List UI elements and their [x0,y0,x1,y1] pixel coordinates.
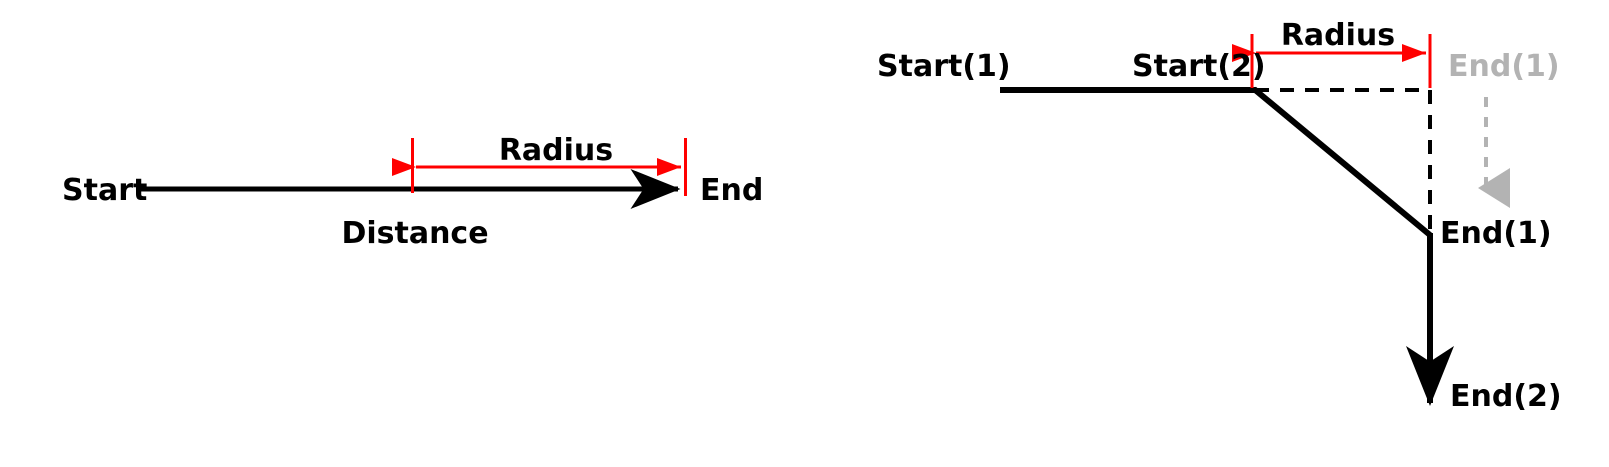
label-end-2: End(2) [1450,379,1562,414]
label-end-1-ghost: End(1) [1448,49,1560,84]
right-diagram-group: Start(1) Start(2) Radius End(1) End(1) E… [877,18,1562,414]
left-diagram-group: Start End Radius Distance [62,133,763,251]
label-start: Start [62,173,147,208]
label-radius-left: Radius [499,133,613,168]
label-start-2: Start(2) [1132,49,1266,84]
label-radius-right: Radius [1281,18,1395,53]
label-start-1: Start(1) [877,49,1011,84]
dashed-corner-path [1255,88,1432,238]
label-distance: Distance [341,216,488,251]
radius-chamfer-line [1252,86,1432,238]
label-end: End [700,173,763,208]
label-end-1: End(1) [1440,216,1552,251]
